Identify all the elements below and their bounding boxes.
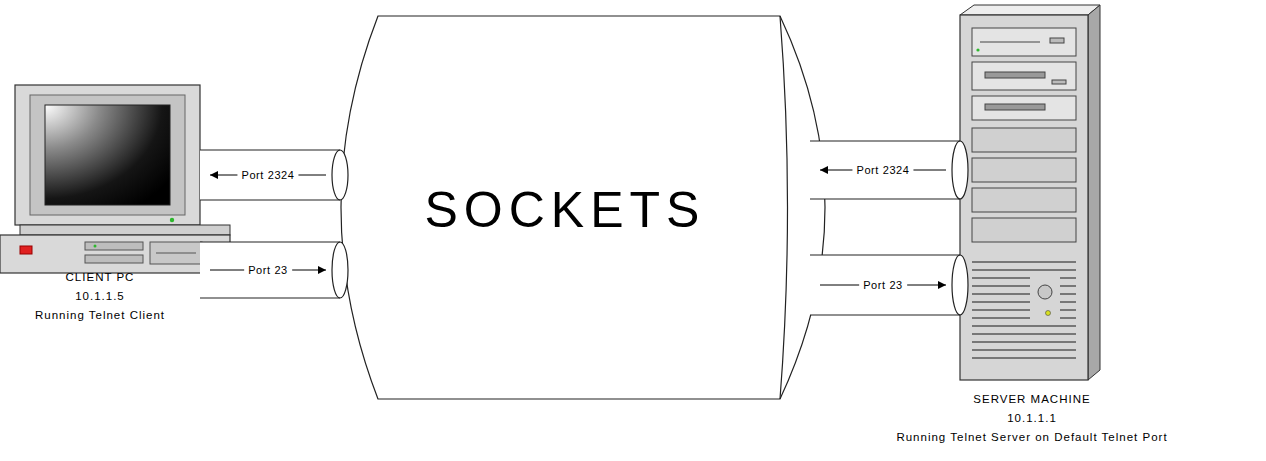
node-label: Running Telnet Server on Default Telnet … [896, 428, 1167, 447]
node-label: Running Telnet Client [35, 306, 165, 325]
port-label: Port 2324 [237, 169, 298, 182]
arrow-head [318, 266, 326, 274]
pipe-connector [810, 255, 968, 315]
pipe-outline [200, 150, 340, 200]
arrow-head [938, 281, 946, 289]
port-label: Port 23 [859, 279, 907, 292]
node-label: 10.1.1.5 [35, 287, 165, 306]
text-column: SERVER MACHINE10.1.1.1Running Telnet Ser… [896, 390, 1167, 447]
port-label: Port 2324 [852, 164, 913, 177]
arrow-head [820, 166, 828, 174]
text-column: CLIENT PC10.1.1.5Running Telnet Client [35, 268, 165, 325]
pipe-outline [810, 255, 960, 315]
pipe-end [952, 255, 968, 315]
pipe-end [332, 150, 348, 200]
sockets-end-arc [780, 16, 788, 399]
sockets-body [341, 16, 825, 399]
text-column: SOCKETS [425, 180, 706, 240]
node-label: CLIENT PC [35, 268, 165, 287]
arrow-head [210, 171, 218, 179]
node-label: 10.1.1.1 [896, 409, 1167, 428]
pipe-outline [810, 141, 960, 199]
pipe-outline [200, 242, 340, 298]
node-label: SERVER MACHINE [896, 390, 1167, 409]
pipe-body [810, 255, 968, 315]
port-label: Port 23 [244, 264, 292, 277]
pipe-body [200, 242, 348, 298]
pipe-end [332, 242, 348, 298]
pipe-connector [200, 150, 348, 200]
server-node: SERVER MACHINE10.1.1.1Running Telnet Ser… [960, 0, 1105, 461]
sockets-node: SOCKETS [340, 15, 810, 400]
node-title: SOCKETS [425, 180, 706, 240]
pipe-end [952, 141, 968, 199]
pipe-body [810, 141, 968, 199]
client-node: CLIENT PC10.1.1.5Running Telnet Client [0, 80, 200, 330]
pipe-body [200, 150, 348, 200]
client-pc-illustration [0, 85, 230, 273]
pipe-connector [810, 141, 968, 199]
server-tower-illustration [960, 5, 1100, 380]
pipe-connector [200, 242, 348, 298]
